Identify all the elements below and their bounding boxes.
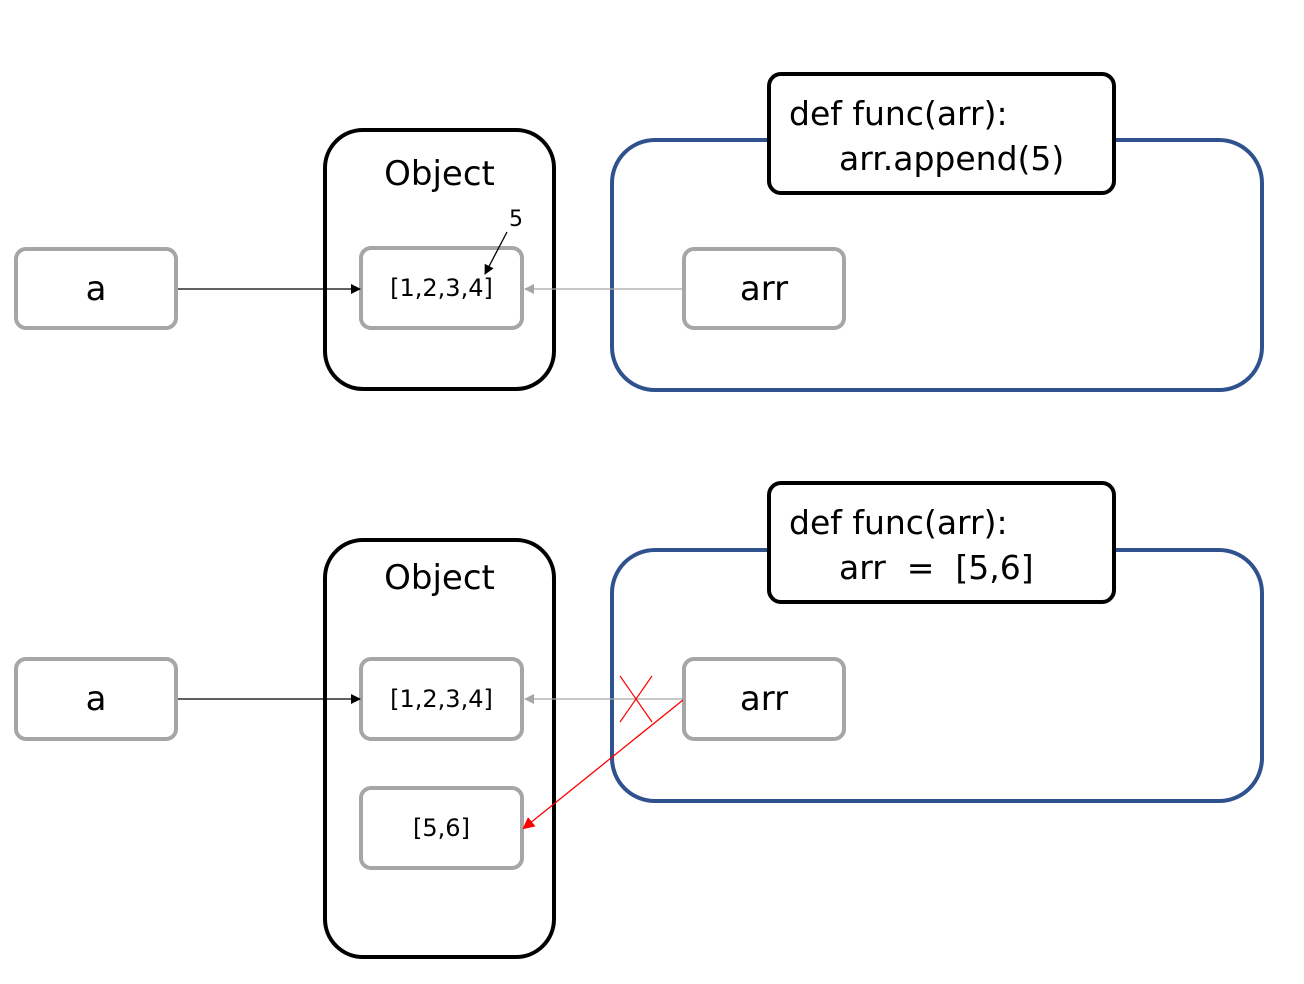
- top-object-title: Object: [384, 154, 495, 194]
- top-code-box: def func(arr): arr.append(5): [767, 72, 1116, 195]
- bottom-code-line-2: arr = [5,6]: [839, 548, 1034, 587]
- top-param-arr-box: arr: [682, 247, 846, 330]
- bottom-list-value-box: [1,2,3,4]: [359, 657, 524, 741]
- top-code-line-1: def func(arr):: [789, 94, 1008, 133]
- top-variable-a-box: a: [14, 247, 178, 330]
- bottom-new-list-value-box: [5,6]: [359, 786, 524, 870]
- top-variable-a-label: a: [85, 268, 107, 309]
- top-list-value-box: [1,2,3,4]: [359, 246, 524, 330]
- bottom-object-container: Object: [323, 538, 556, 959]
- top-param-arr-label: arr: [739, 268, 789, 309]
- top-code-line-2: arr.append(5): [839, 139, 1065, 178]
- top-appended-value-label: 5: [509, 207, 523, 232]
- bottom-object-title: Object: [384, 558, 495, 598]
- bottom-variable-a-box: a: [14, 657, 178, 741]
- bottom-code-line-1: def func(arr):: [789, 503, 1008, 542]
- bottom-code-box: def func(arr): arr = [5,6]: [767, 481, 1116, 604]
- top-list-value-label: [1,2,3,4]: [390, 274, 493, 302]
- bottom-variable-a-label: a: [85, 679, 107, 719]
- bottom-list-value-label: [1,2,3,4]: [390, 685, 493, 713]
- bottom-param-arr-label: arr: [739, 679, 789, 719]
- bottom-new-list-value-label: [5,6]: [413, 814, 470, 842]
- bottom-param-arr-box: arr: [682, 657, 846, 741]
